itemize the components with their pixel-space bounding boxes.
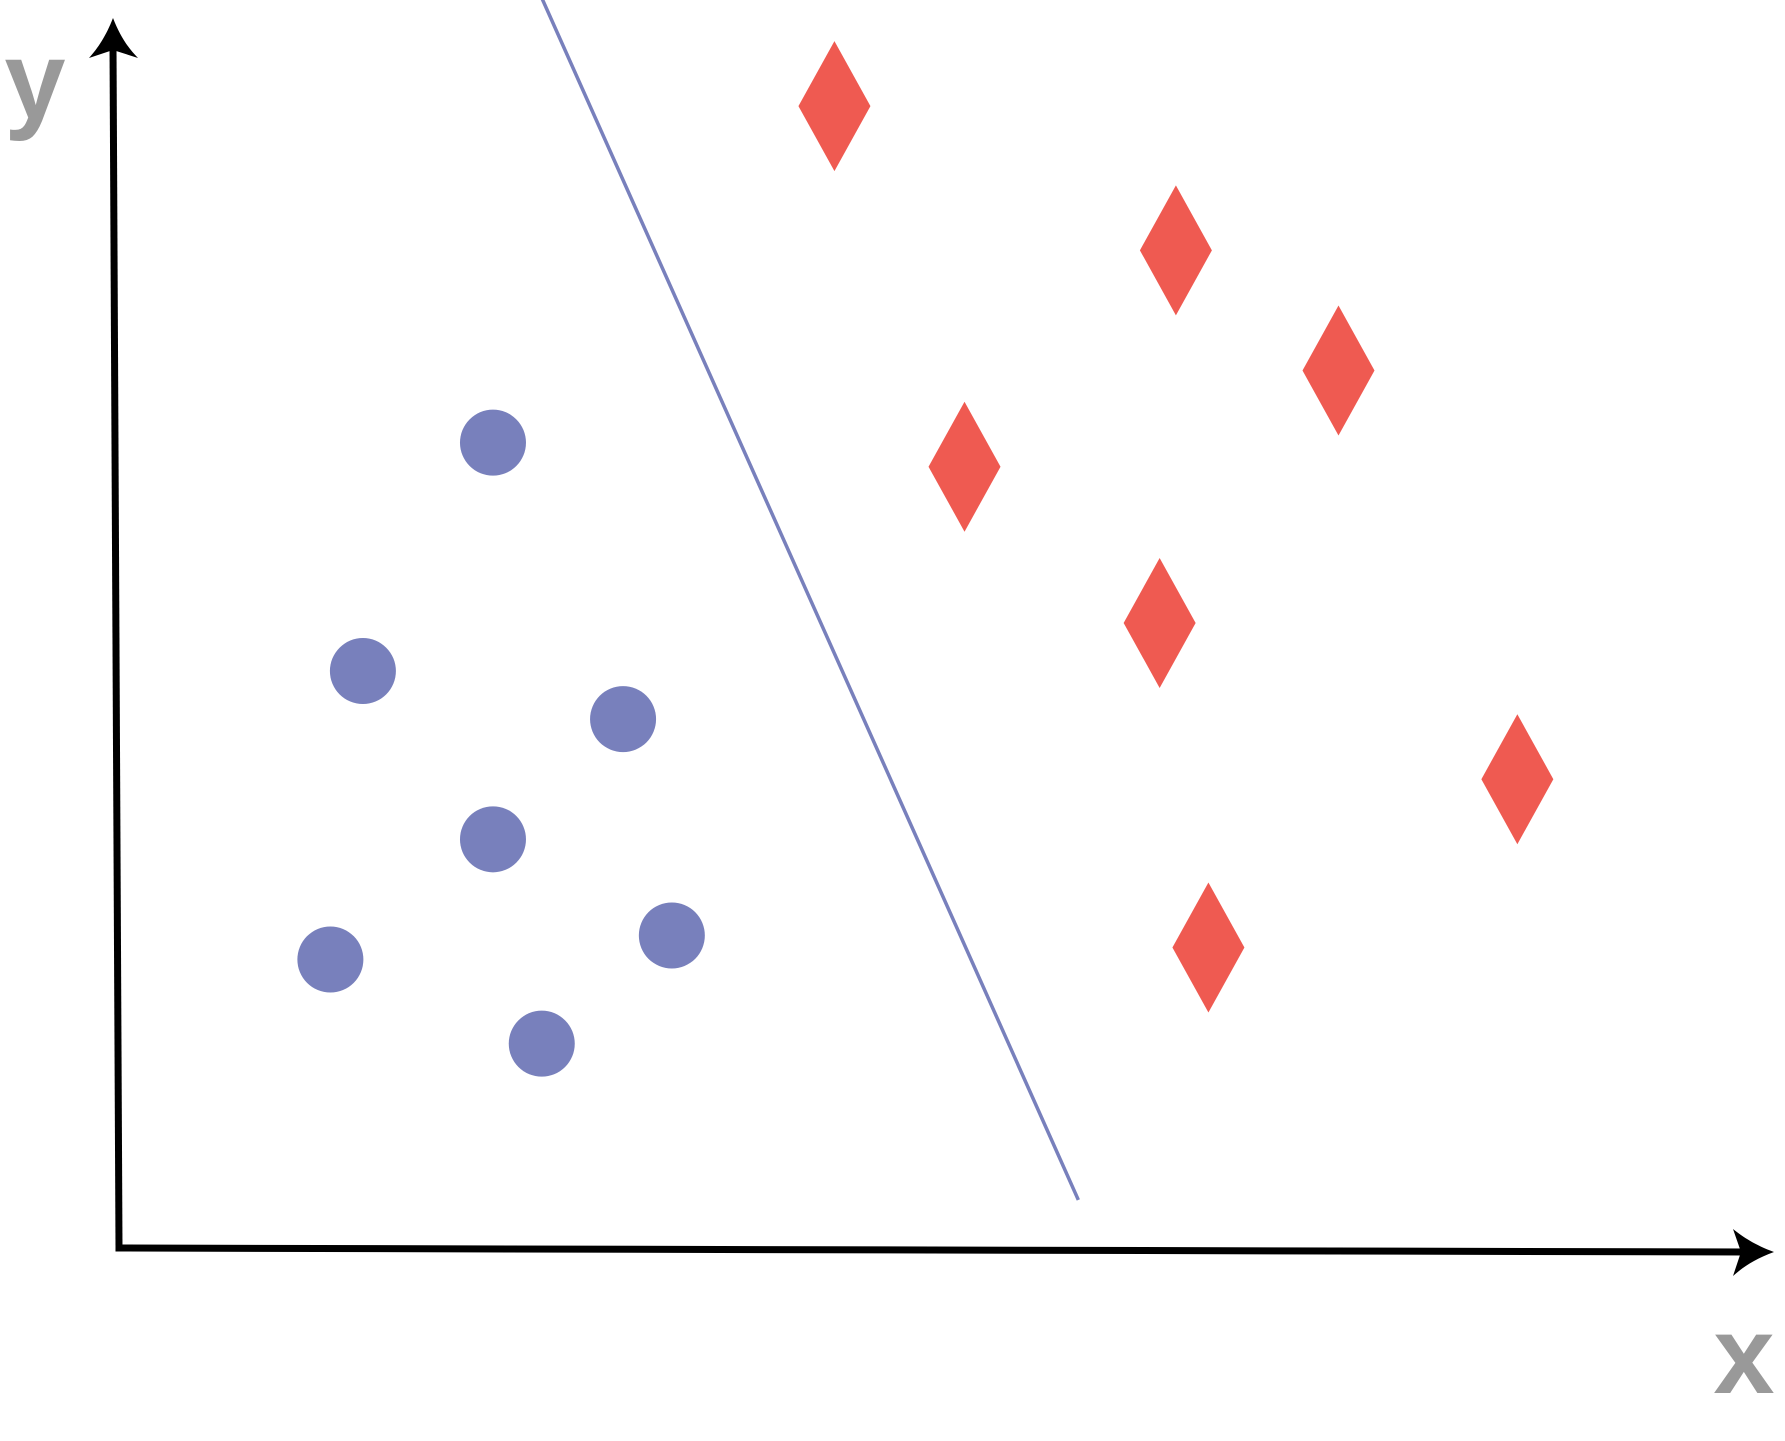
circle-point: [508, 1010, 575, 1077]
diamond-point: [798, 41, 871, 172]
diamond-point: [1302, 305, 1375, 436]
circle-point: [590, 686, 657, 753]
circle-point: [329, 638, 396, 705]
circle-point: [459, 409, 526, 476]
diamond-point: [1123, 557, 1196, 688]
diamond-point: [928, 401, 1001, 532]
y-axis-arrowhead: [89, 18, 138, 58]
y-axis-label: y: [4, 19, 65, 142]
diamond-point: [1172, 882, 1245, 1013]
points-layer: [297, 41, 1554, 1077]
decision-boundary-line: [540, 0, 1080, 1201]
decision-boundary-layer: [540, 0, 1080, 1201]
diamond-point: [1139, 185, 1212, 316]
x-axis-line: [115, 1244, 1749, 1256]
circle-point: [459, 806, 526, 873]
diamond-point: [1481, 714, 1554, 845]
x-axis-arrowhead: [1733, 1229, 1774, 1276]
y-axis-line: [109, 42, 123, 1252]
x-axis-label: x: [1713, 1294, 1774, 1417]
circle-point: [638, 902, 705, 969]
circle-point: [297, 926, 364, 993]
axes: [89, 18, 1774, 1276]
